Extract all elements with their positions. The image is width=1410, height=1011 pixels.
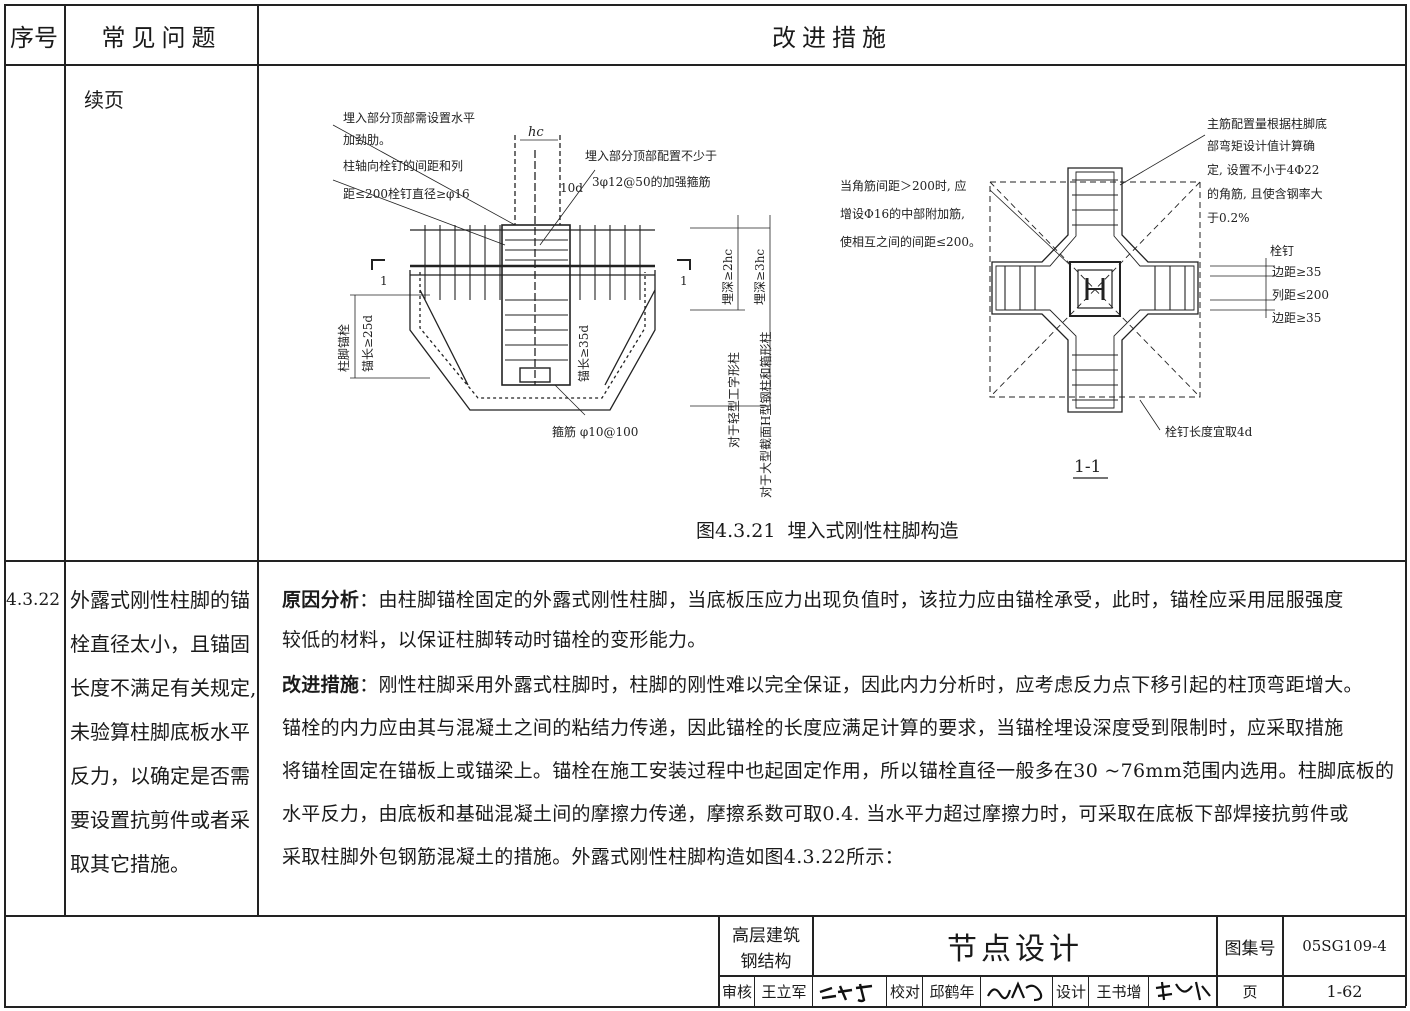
- frame-top: [4, 4, 1406, 6]
- design-label: 设计: [1055, 982, 1086, 1001]
- note-10d: 10d: [560, 181, 583, 195]
- problem-line: 反力，以确定是否需: [70, 764, 250, 788]
- page-number: 1-62: [1326, 981, 1363, 1001]
- dim-2hc: 埋深≥2hc: [721, 249, 735, 305]
- col-divider-1: [64, 4, 66, 915]
- note-top2: 加劲肋。: [343, 132, 391, 147]
- row1-bottom: [4, 560, 1406, 562]
- atlas-label: 图集号: [1224, 938, 1276, 959]
- stud-edge1: 边距≥35: [1272, 265, 1321, 279]
- measure-line: 采取柱脚外包钢筋混凝土的措施。外露式刚性柱脚构造如图4.3.22所示：: [282, 846, 904, 868]
- stud-length: 栓钉长度宜取4d: [1165, 424, 1253, 439]
- note-stirrup: 箍筋 φ10@100: [552, 424, 638, 439]
- plan-column: [1069, 261, 1121, 317]
- stud-title: 栓钉: [1270, 243, 1294, 258]
- analysis-line-1: 原因分析：由柱脚锚栓固定的外露式刚性柱脚，当底板压应力出现负值时，该拉力应由锚栓…: [282, 578, 1344, 623]
- check-label: 校对: [889, 982, 920, 1001]
- note-stud2: 距≤200栓钉直径≥φ16: [343, 186, 470, 201]
- measure-line-1: 改进措施：刚性柱脚采用外露式柱脚时，柱脚的刚性难以完全保证，因此内力分析时，应考…: [282, 663, 1363, 708]
- atlas-number: 05SG109-4: [1302, 937, 1387, 955]
- category-line-2: 钢结构: [740, 951, 792, 972]
- note-tl2: 增设Φ16的中部附加筋,: [840, 206, 965, 221]
- cross-encasement: [991, 167, 1199, 413]
- measure-line: 锚栓的内力应由其与混凝土之间的粘结力传递，因此锚栓的长度应满足计算的要求，当锚栓…: [282, 717, 1344, 739]
- note-stud1: 柱轴向栓钉的间距和列: [343, 158, 463, 173]
- section-mark-right: 1: [680, 274, 688, 288]
- checker-name: 邱鹤年: [929, 982, 975, 1001]
- note-right1: 埋入部分顶部配置不少于: [585, 148, 717, 163]
- header-measure: 改进措施: [772, 23, 892, 52]
- left-elevation: [332, 124, 771, 416]
- note-anchor-left2: 锚长≥25d: [360, 315, 375, 372]
- note-anchor-center: 锚长≥35d: [576, 325, 591, 382]
- continued-label: 续页: [84, 88, 124, 112]
- vertical-rebars: [424, 225, 641, 300]
- category-line-1: 高层建筑: [732, 925, 800, 946]
- note-tl3: 使相互之间的间距≤200。: [840, 234, 981, 249]
- page-label: 页: [1242, 982, 1258, 1001]
- note-tl1: 当角筋间距＞200时, 应: [840, 178, 967, 193]
- reviewer-signature: [819, 983, 873, 1003]
- foundation-outline: [409, 270, 656, 411]
- reviewer-name: 王立军: [761, 982, 807, 1001]
- note-tr1: 主筋配置量根据柱脚底: [1207, 116, 1327, 131]
- steel-column: [501, 224, 571, 386]
- section-mark-left: 1: [380, 274, 388, 288]
- header-bottom: [4, 64, 1406, 66]
- sheet-title: 节点设计: [947, 932, 1083, 967]
- vert-note-1: 对于轻型工字形柱: [726, 352, 741, 448]
- frame-left: [4, 4, 6, 1006]
- note-tr3: 定, 设置不小于4Φ22: [1207, 162, 1319, 177]
- note-anchor-left1: 柱脚锚栓: [336, 324, 351, 372]
- header-index: 序号: [10, 23, 58, 52]
- problem-line: 栓直径太小，且锚固: [70, 632, 250, 656]
- left-elevation-text: 埋入部分顶部需设置水平 加劲肋。 柱轴向栓钉的间距和列 距≤200栓钉直径≥φ1…: [336, 110, 773, 498]
- review-label: 审核: [721, 982, 752, 1001]
- analysis-line-2: 较低的材料，以保证柱脚转动时锚栓的变形能力。: [282, 629, 707, 651]
- problem-line: 未验算柱脚底板水平: [70, 720, 250, 744]
- measure-line: 将锚栓固定在锚板上或锚梁上。锚栓在施工安装过程中也起固定作用，所以锚栓直径一般多…: [282, 760, 1395, 782]
- note-right2: 3φ12@50的加强箍筋: [592, 174, 711, 189]
- dim-3hc: 埋深≥3hc: [753, 249, 767, 305]
- vert-note-2: 对于大型截面H型钢柱和箱形柱: [758, 332, 773, 498]
- note-hc: hc: [528, 125, 544, 140]
- stud-edge2: 边距≥35: [1272, 311, 1321, 325]
- measure-line: 水平反力，由底板和基础混凝土间的摩擦力传递，摩擦系数可取0.4. 当水平力超过摩…: [282, 803, 1349, 825]
- header-problem: 常见问题: [101, 23, 222, 52]
- embedded-column-base-drawing: 埋入部分顶部需设置水平 加劲肋。 柱轴向栓钉的间距和列 距≤200栓钉直径≥φ1…: [332, 110, 1329, 498]
- designer-name: 王书增: [1096, 982, 1142, 1001]
- designer-signature: [1155, 981, 1211, 1001]
- problem-line: 要设置抗剪件或者采: [70, 808, 250, 832]
- frame-right: [1405, 4, 1407, 1006]
- section-label: 1-1: [1074, 457, 1101, 477]
- stud-row: 列距≤200: [1272, 288, 1329, 302]
- note-tr2: 部弯矩设计值计算确: [1207, 138, 1315, 153]
- problem-line: 取其它措施。: [70, 852, 190, 876]
- figure-caption: 图4.3.21 埋入式刚性柱脚构造: [696, 520, 959, 542]
- note-tr5: 于0.2%: [1207, 211, 1250, 225]
- row2-bottom: [4, 915, 1406, 917]
- column-stirrups: [505, 239, 568, 361]
- foundation-inner: [419, 272, 646, 399]
- analysis-text: ：由柱脚锚栓固定的外露式刚性柱脚，当底板压应力出现负值时，该拉力应由锚栓承受，此…: [359, 589, 1344, 611]
- note-top1: 埋入部分顶部需设置水平: [343, 110, 475, 125]
- problem-line: 长度不满足有关规定,: [70, 676, 257, 700]
- section-plan: [989, 134, 1275, 479]
- note-tr4: 的角筋, 且使含钢率大: [1207, 186, 1323, 201]
- row-index: 4.3.22: [6, 590, 61, 610]
- checker-signature: [987, 981, 1043, 1002]
- col-divider-2: [257, 4, 259, 915]
- section-plan-text: 当角筋间距＞200时, 应 增设Φ16的中部附加筋, 使相互之间的间距≤200。…: [840, 116, 1329, 477]
- measure-text: ：刚性柱脚采用外露式柱脚时，柱脚的刚性难以完全保证，因此内力分析时，应考虑反力点…: [359, 674, 1363, 696]
- frame-bottom: [4, 1006, 1406, 1008]
- analysis-label: 原因分析: [282, 589, 360, 611]
- problem-line: 外露式刚性柱脚的锚: [70, 588, 250, 612]
- measure-label: 改进措施: [282, 674, 360, 696]
